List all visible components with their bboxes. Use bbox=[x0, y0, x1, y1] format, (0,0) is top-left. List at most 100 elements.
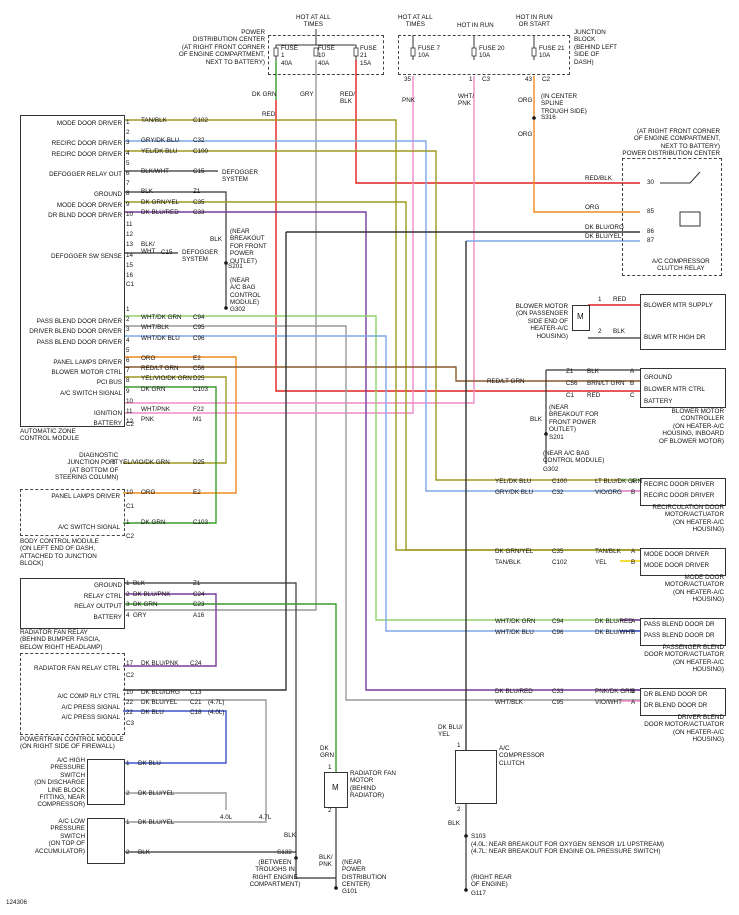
blower-motor-outline bbox=[640, 294, 726, 350]
driver-blend-label: DRIVER BLEND DOOR MOTOR/ACTUATOR (ON HEA… bbox=[644, 714, 724, 744]
lps-wire-1: DK BLU/YEL bbox=[138, 819, 175, 826]
driver-blend-name-B: DR BLEND DOOR DR bbox=[644, 691, 708, 698]
hps-wire-1: DK BLU bbox=[138, 760, 161, 767]
pcm-row-name-4: A/C PRESS SIGNAL bbox=[61, 714, 120, 721]
rfr-pin-2: 2 bbox=[126, 590, 130, 598]
mode-ckt-A: C35 bbox=[552, 548, 564, 555]
azc-c1-wire-8: BLK bbox=[141, 188, 153, 196]
dk-blu-yel-c21 bbox=[123, 699, 267, 810]
bcm-wire-dkgrn: DK GRN bbox=[141, 519, 166, 526]
comp-relay-label: A/C COMPRESSOR CLUTCH RELAY bbox=[652, 258, 710, 273]
clutch-pin-2: 2 bbox=[457, 806, 461, 813]
wht-dk-blu-c96 bbox=[123, 335, 640, 632]
hps-label: A/C HIGH PRESSURE SWITCH (ON DISCHARGE L… bbox=[34, 757, 85, 809]
blower-motor-controller bbox=[640, 368, 726, 408]
azc-c1-wire-3: GRY/DK BLU bbox=[141, 137, 180, 145]
bmc-label: BLOWER MOTOR CONTROLLER (ON HEATER-A/C H… bbox=[659, 408, 724, 445]
comp-relay-wire-30: RED/BLK bbox=[585, 175, 612, 182]
rfr-ckt-3: C23 bbox=[193, 601, 205, 608]
mode-name-B: MODE DOOR DRIVER bbox=[644, 562, 710, 569]
pass-blend-wire-B: DK BLU/WHT bbox=[595, 629, 634, 636]
driver-blend-ckt-A: C95 bbox=[552, 699, 564, 706]
pass-blend-ckt-B: C96 bbox=[552, 629, 564, 636]
pcm-ckt-4: C18 bbox=[190, 709, 202, 716]
blower-pin-2: 2 bbox=[598, 328, 602, 335]
pass-blend-pin-B: B bbox=[631, 629, 636, 636]
junction-block-frame bbox=[398, 35, 570, 75]
driver-blend-left-wire-A: WHT/BLK bbox=[495, 699, 523, 706]
s103-label: S103 bbox=[471, 833, 486, 840]
blower-motor-m: M bbox=[577, 312, 584, 321]
recirc-left-wire-B: GRY/DK BLU bbox=[495, 489, 534, 496]
bmc-wire-B: BRN/LT GRN bbox=[587, 380, 625, 387]
hps-pin-1: 1 bbox=[126, 760, 130, 767]
bmc-blk: BLK bbox=[530, 416, 542, 423]
azc-c1-wire-6: BLK/WHT bbox=[141, 168, 169, 175]
azc-c2-name-12: BATTERY bbox=[93, 420, 122, 428]
bmc-s201-note: (NEAR BREAKOUT FOR FRONT POWER OUTLET) bbox=[549, 404, 599, 434]
azc-c1-pin-12: 12 bbox=[126, 231, 134, 239]
pass-blend-wire-A: DK BLU/RED bbox=[595, 618, 633, 625]
pcm-row-name-3: A/C PRESS SIGNAL bbox=[61, 704, 120, 711]
pcm-pin-17: 17 bbox=[126, 660, 134, 667]
azc-c2-wire-3: WHT/BLK bbox=[141, 324, 169, 332]
clutch-wire-label: DK BLU/ YEL bbox=[438, 724, 463, 739]
azc-c2-pin-10: 10 bbox=[126, 397, 134, 405]
rfr-name-4: BATTERY bbox=[93, 613, 122, 621]
dk-blu-org-pcm bbox=[123, 232, 287, 691]
s132-note: (BETWEEN TROUGHS IN RIGHT ENGINE COMPART… bbox=[249, 859, 301, 889]
driver-blend-wire-B: PNK/DK GRN bbox=[595, 688, 635, 695]
pass-blend-name-A: PASS BLEND DOOR DR bbox=[644, 621, 715, 628]
pcm-pin-22b: 22 bbox=[126, 709, 134, 716]
pcm-wire-2: DK BLU/ORG bbox=[141, 689, 180, 696]
pcm-ckt-1: C24 bbox=[190, 660, 202, 667]
pcm-row-name-2: A/C COMP RLY CTRL bbox=[57, 693, 120, 700]
mode-pin-A: A bbox=[631, 548, 636, 555]
hps-40l: 4.0L bbox=[220, 814, 233, 821]
fan-wire-label: DK GRN bbox=[320, 745, 334, 760]
body-control-module bbox=[20, 489, 125, 536]
pass-blend-pin-A: A bbox=[631, 618, 636, 625]
ground-run bbox=[295, 858, 336, 879]
fuse-7-label: FUSE 7 10A bbox=[418, 45, 441, 60]
fuse-symbol-3 bbox=[410, 47, 416, 57]
blower-supply-label: BLOWER MTR SUPPLY bbox=[644, 302, 713, 309]
mode-door-actuator bbox=[640, 548, 726, 576]
org-relay bbox=[533, 76, 640, 213]
recirc-wire-B: VIO/ORG bbox=[595, 489, 622, 496]
azc-c2-ckt-3: C95 bbox=[193, 324, 205, 332]
bmc-wire-C: RED bbox=[587, 392, 601, 399]
driver-blend-wire-A: VIO/WHT bbox=[595, 699, 622, 706]
rfr-ckt-2: C24 bbox=[193, 590, 205, 598]
ac-low-pressure-switch bbox=[87, 818, 125, 864]
recirc-pin-A: A bbox=[631, 478, 636, 485]
diag-port-label: DIAGNOSTIC JUNCTION PORT (AT BOTTOM OF S… bbox=[55, 452, 119, 482]
wht-dk-grn-c94 bbox=[123, 315, 640, 621]
recirc-door-actuator bbox=[640, 478, 726, 506]
rfr-wire-3: DK GRN bbox=[133, 601, 158, 608]
azc-c1-pin-13: 13 bbox=[126, 241, 134, 249]
pci-bus-d25 bbox=[123, 376, 227, 464]
pass-blend-name-B: PASS BLEND DOOR DR bbox=[644, 632, 715, 639]
azc-c2-wire-11: WHT/PNK bbox=[141, 406, 171, 413]
azc-g302: G302 bbox=[230, 306, 246, 313]
pcm-c3: C3 bbox=[126, 720, 135, 727]
pcm-wire-4: DK BLU bbox=[141, 709, 164, 716]
azc-c2-wire-9: DK GRN bbox=[141, 385, 166, 393]
azc-c1-wire-4: YEL/DK BLU bbox=[141, 147, 178, 155]
azc-c2-name-11: IGNITION bbox=[94, 410, 122, 417]
azc-c1-wire-1: TAN/BLK bbox=[141, 117, 167, 124]
s132-label: S132 bbox=[277, 849, 292, 856]
azc-c1-pin-5: 5 bbox=[126, 159, 130, 167]
bcm-pin-1: 1 bbox=[126, 519, 130, 526]
fuse-21-label: FUSE 21 15A bbox=[360, 45, 377, 67]
azc-c2-wire-8: YEL/VIO/DK GRN bbox=[141, 375, 192, 383]
driver-blend-left-wire-B: DK BLU/RED bbox=[495, 688, 533, 695]
azc-g302-note: (NEAR A/C BAG CONTROL MODULE) bbox=[230, 277, 261, 307]
radiator-fan-relay bbox=[20, 578, 125, 629]
hot-all-times-label-2: HOT AT ALL TIMES bbox=[398, 14, 433, 29]
azc-c2-ckt-4: C96 bbox=[193, 334, 205, 342]
wht-pnk-wire-label: WHT/ PNK bbox=[458, 93, 475, 108]
lps-label: A/C LOW PRESSURE SWITCH (ON TOP OF ACCUM… bbox=[34, 818, 85, 855]
